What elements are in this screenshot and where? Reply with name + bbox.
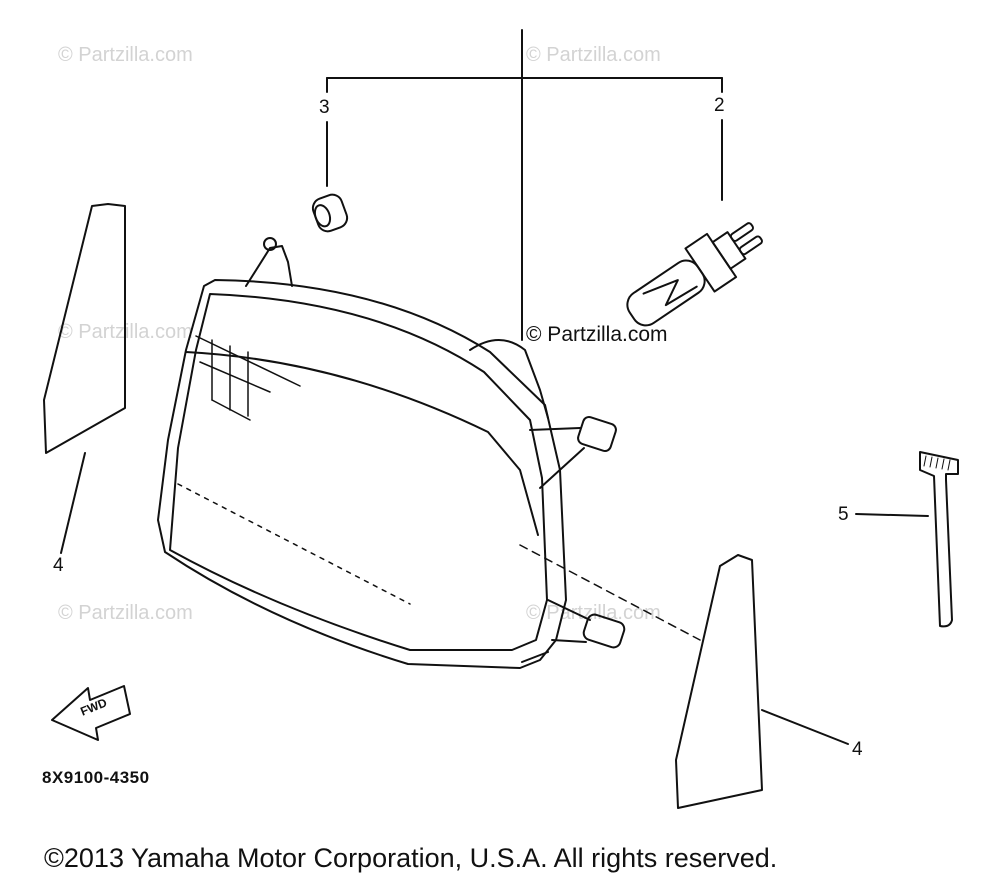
watermark: © Partzilla.com: [526, 44, 661, 66]
callout-5: 5: [838, 504, 849, 525]
watermark: © Partzilla.com: [58, 44, 193, 66]
part-code: 8X9100-4350: [42, 768, 150, 787]
cable-tie-part: [919, 451, 959, 628]
seal-right-part: [675, 554, 763, 809]
callout-4-left: 4: [53, 555, 64, 576]
leader-5: [855, 513, 929, 517]
watermark: © Partzilla.com: [58, 602, 193, 624]
leader-4-right: [761, 709, 849, 745]
leader-4-left: [60, 452, 86, 554]
headlight-unit: [157, 237, 626, 669]
callout-2: 2: [714, 95, 725, 116]
fwd-arrow-icon: [51, 685, 131, 741]
seal-left-part: [43, 203, 126, 454]
copyright-text: ©2013 Yamaha Motor Corporation, U.S.A. A…: [44, 843, 778, 873]
callout-3: 3: [319, 97, 330, 118]
callout-4-right: 4: [852, 739, 863, 760]
leader-seal-assembly: [519, 544, 701, 641]
watermark-center: © Partzilla.com: [526, 323, 668, 346]
bulb-part: [626, 222, 763, 327]
watermark: © Partzilla.com: [526, 602, 661, 624]
socket-cap-part: [311, 193, 349, 233]
